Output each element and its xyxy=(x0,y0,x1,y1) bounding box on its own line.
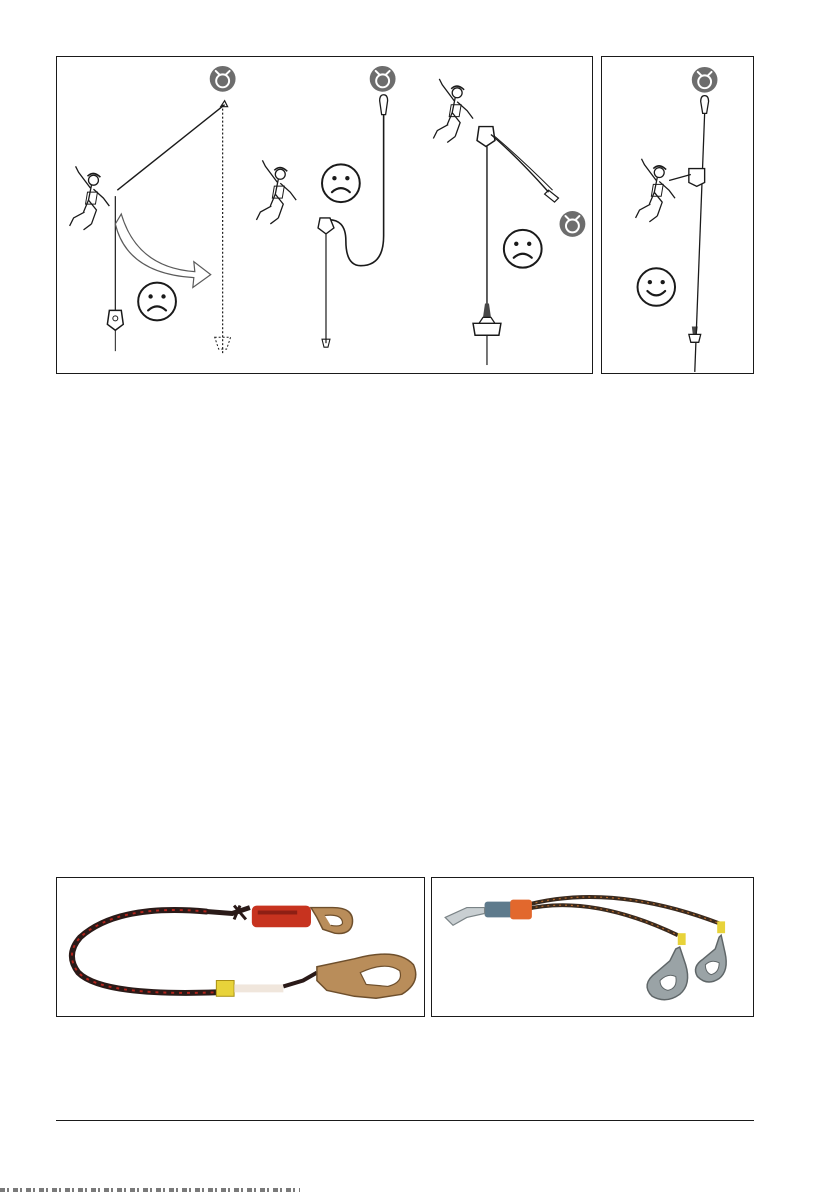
sad-face-icon xyxy=(138,283,176,321)
footer-divider xyxy=(56,1120,754,1121)
hook-warning-icon xyxy=(370,66,396,92)
scene-lanyard-clipped-wrong xyxy=(433,79,585,365)
happy-face-icon xyxy=(638,268,676,306)
energy-absorber-lanyard-icon xyxy=(57,878,424,1016)
climber-figure xyxy=(256,160,296,224)
single-lanyard-photo xyxy=(56,877,425,1017)
rope-grab-icon xyxy=(107,310,123,330)
sad-face-icon xyxy=(504,230,542,268)
sad-face-icon xyxy=(322,164,360,202)
scene-slack-lanyard xyxy=(256,66,395,347)
hook-warning-icon xyxy=(210,66,236,92)
scan-artifact xyxy=(0,1188,300,1192)
correct-use-illustration xyxy=(602,57,753,373)
climber-figure xyxy=(636,159,675,222)
double-lanyard-photo xyxy=(431,877,754,1017)
hook-warning-icon xyxy=(560,211,586,237)
scene-correct-use xyxy=(636,67,718,372)
misuse-illustration-panel xyxy=(56,56,593,374)
hook-warning-icon xyxy=(692,67,718,93)
scene-pendulum-fall xyxy=(70,66,236,355)
correct-use-illustration-panel xyxy=(601,56,754,374)
climber-figure xyxy=(433,79,473,143)
climber-figure xyxy=(70,166,110,230)
misuse-illustration xyxy=(57,57,592,373)
twin-lanyard-icon xyxy=(432,878,753,1016)
